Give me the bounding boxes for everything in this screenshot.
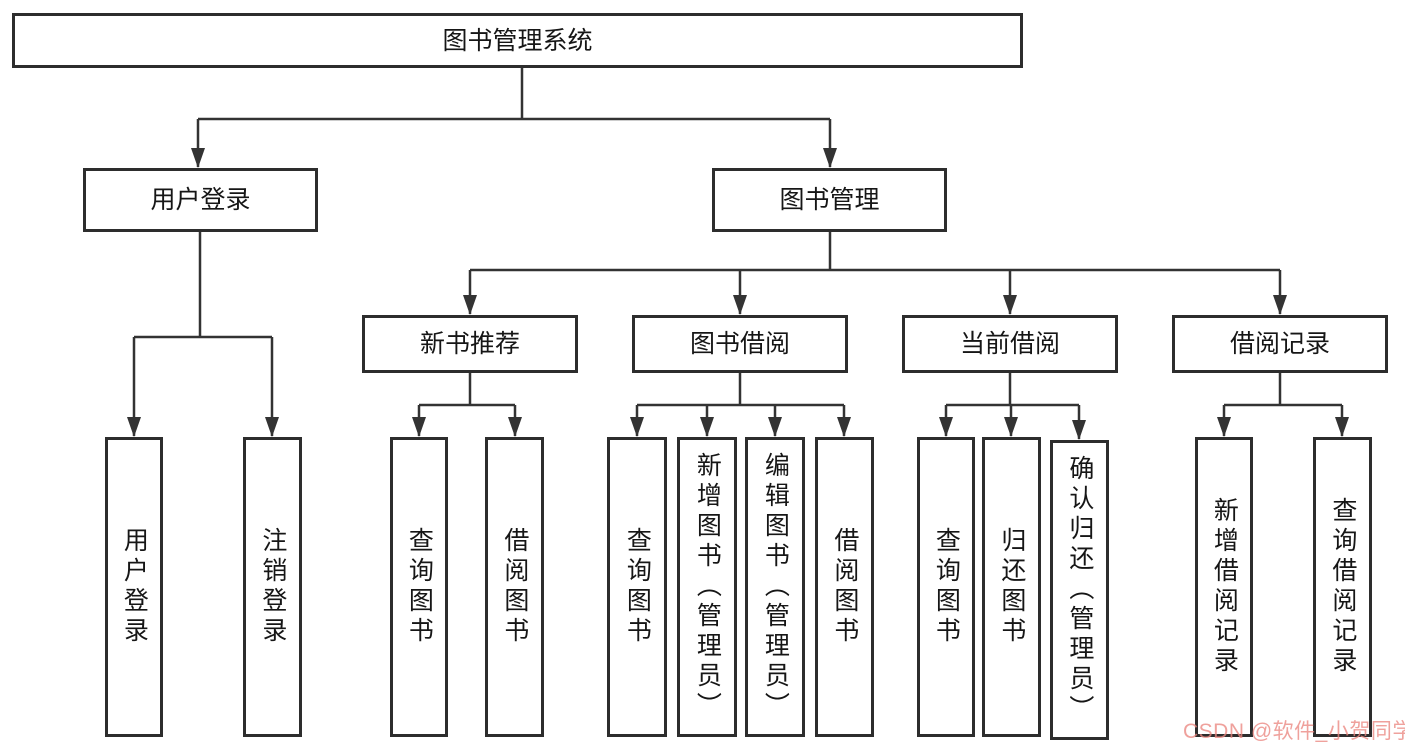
watermark: CSDN @软件_小贺同学 [1183,720,1405,743]
leaf-bb-edit-books-admin: 编辑图书（管理员） [745,437,805,737]
node-user-login: 用户登录 [83,168,318,232]
node-label: 借阅记录 [1229,330,1330,358]
leaf-bb-borrow-books: 借阅图书 [815,437,874,737]
node-library-system: 图书管理系统 [12,13,1023,68]
node-label: 用户登录 [150,186,251,214]
node-label: 图书借阅 [689,330,790,358]
leaf-br-add-record: 新增借阅记录 [1195,437,1253,737]
node-label: 用户登录 [120,527,149,647]
leaf-user-login: 用户登录 [105,437,163,737]
leaf-cb-confirm-return-admin: 确认归还（管理员） [1050,440,1109,740]
leaf-cb-query-books: 查询图书 [917,437,975,737]
node-label: 图书管理系统 [442,26,593,55]
node-label: 新增借阅记录 [1210,497,1239,677]
node-label: 查询借阅记录 [1328,497,1357,677]
node-label: 查询图书 [405,527,434,647]
node-book-management: 图书管理 [712,168,947,232]
node-label: 新增图书（管理员） [693,452,722,722]
node-label: 新书推荐 [419,330,520,358]
leaf-logout: 注销登录 [243,437,302,737]
node-label: 当前借阅 [959,330,1060,358]
node-borrow-records: 借阅记录 [1172,315,1388,373]
node-label: 借阅图书 [830,527,859,647]
node-label: 查询图书 [932,527,961,647]
leaf-br-query-record: 查询借阅记录 [1313,437,1372,737]
node-label: 确认归还（管理员） [1065,455,1094,725]
leaf-bb-add-books-admin: 新增图书（管理员） [677,437,737,737]
node-label: 归还图书 [997,527,1026,647]
node-label: 查询图书 [623,527,652,647]
leaf-nbr-borrow-books: 借阅图书 [485,437,544,737]
leaf-bb-query-books: 查询图书 [607,437,667,737]
leaf-cb-return-books: 归还图书 [982,437,1041,737]
node-label: 借阅图书 [500,527,529,647]
node-label: 图书管理 [779,186,880,214]
node-label: 注销登录 [258,527,287,647]
node-new-book-recommend: 新书推荐 [362,315,578,373]
leaf-nbr-query-books: 查询图书 [390,437,448,737]
node-label: 编辑图书（管理员） [761,452,790,722]
node-book-borrow: 图书借阅 [632,315,848,373]
node-current-borrow: 当前借阅 [902,315,1118,373]
